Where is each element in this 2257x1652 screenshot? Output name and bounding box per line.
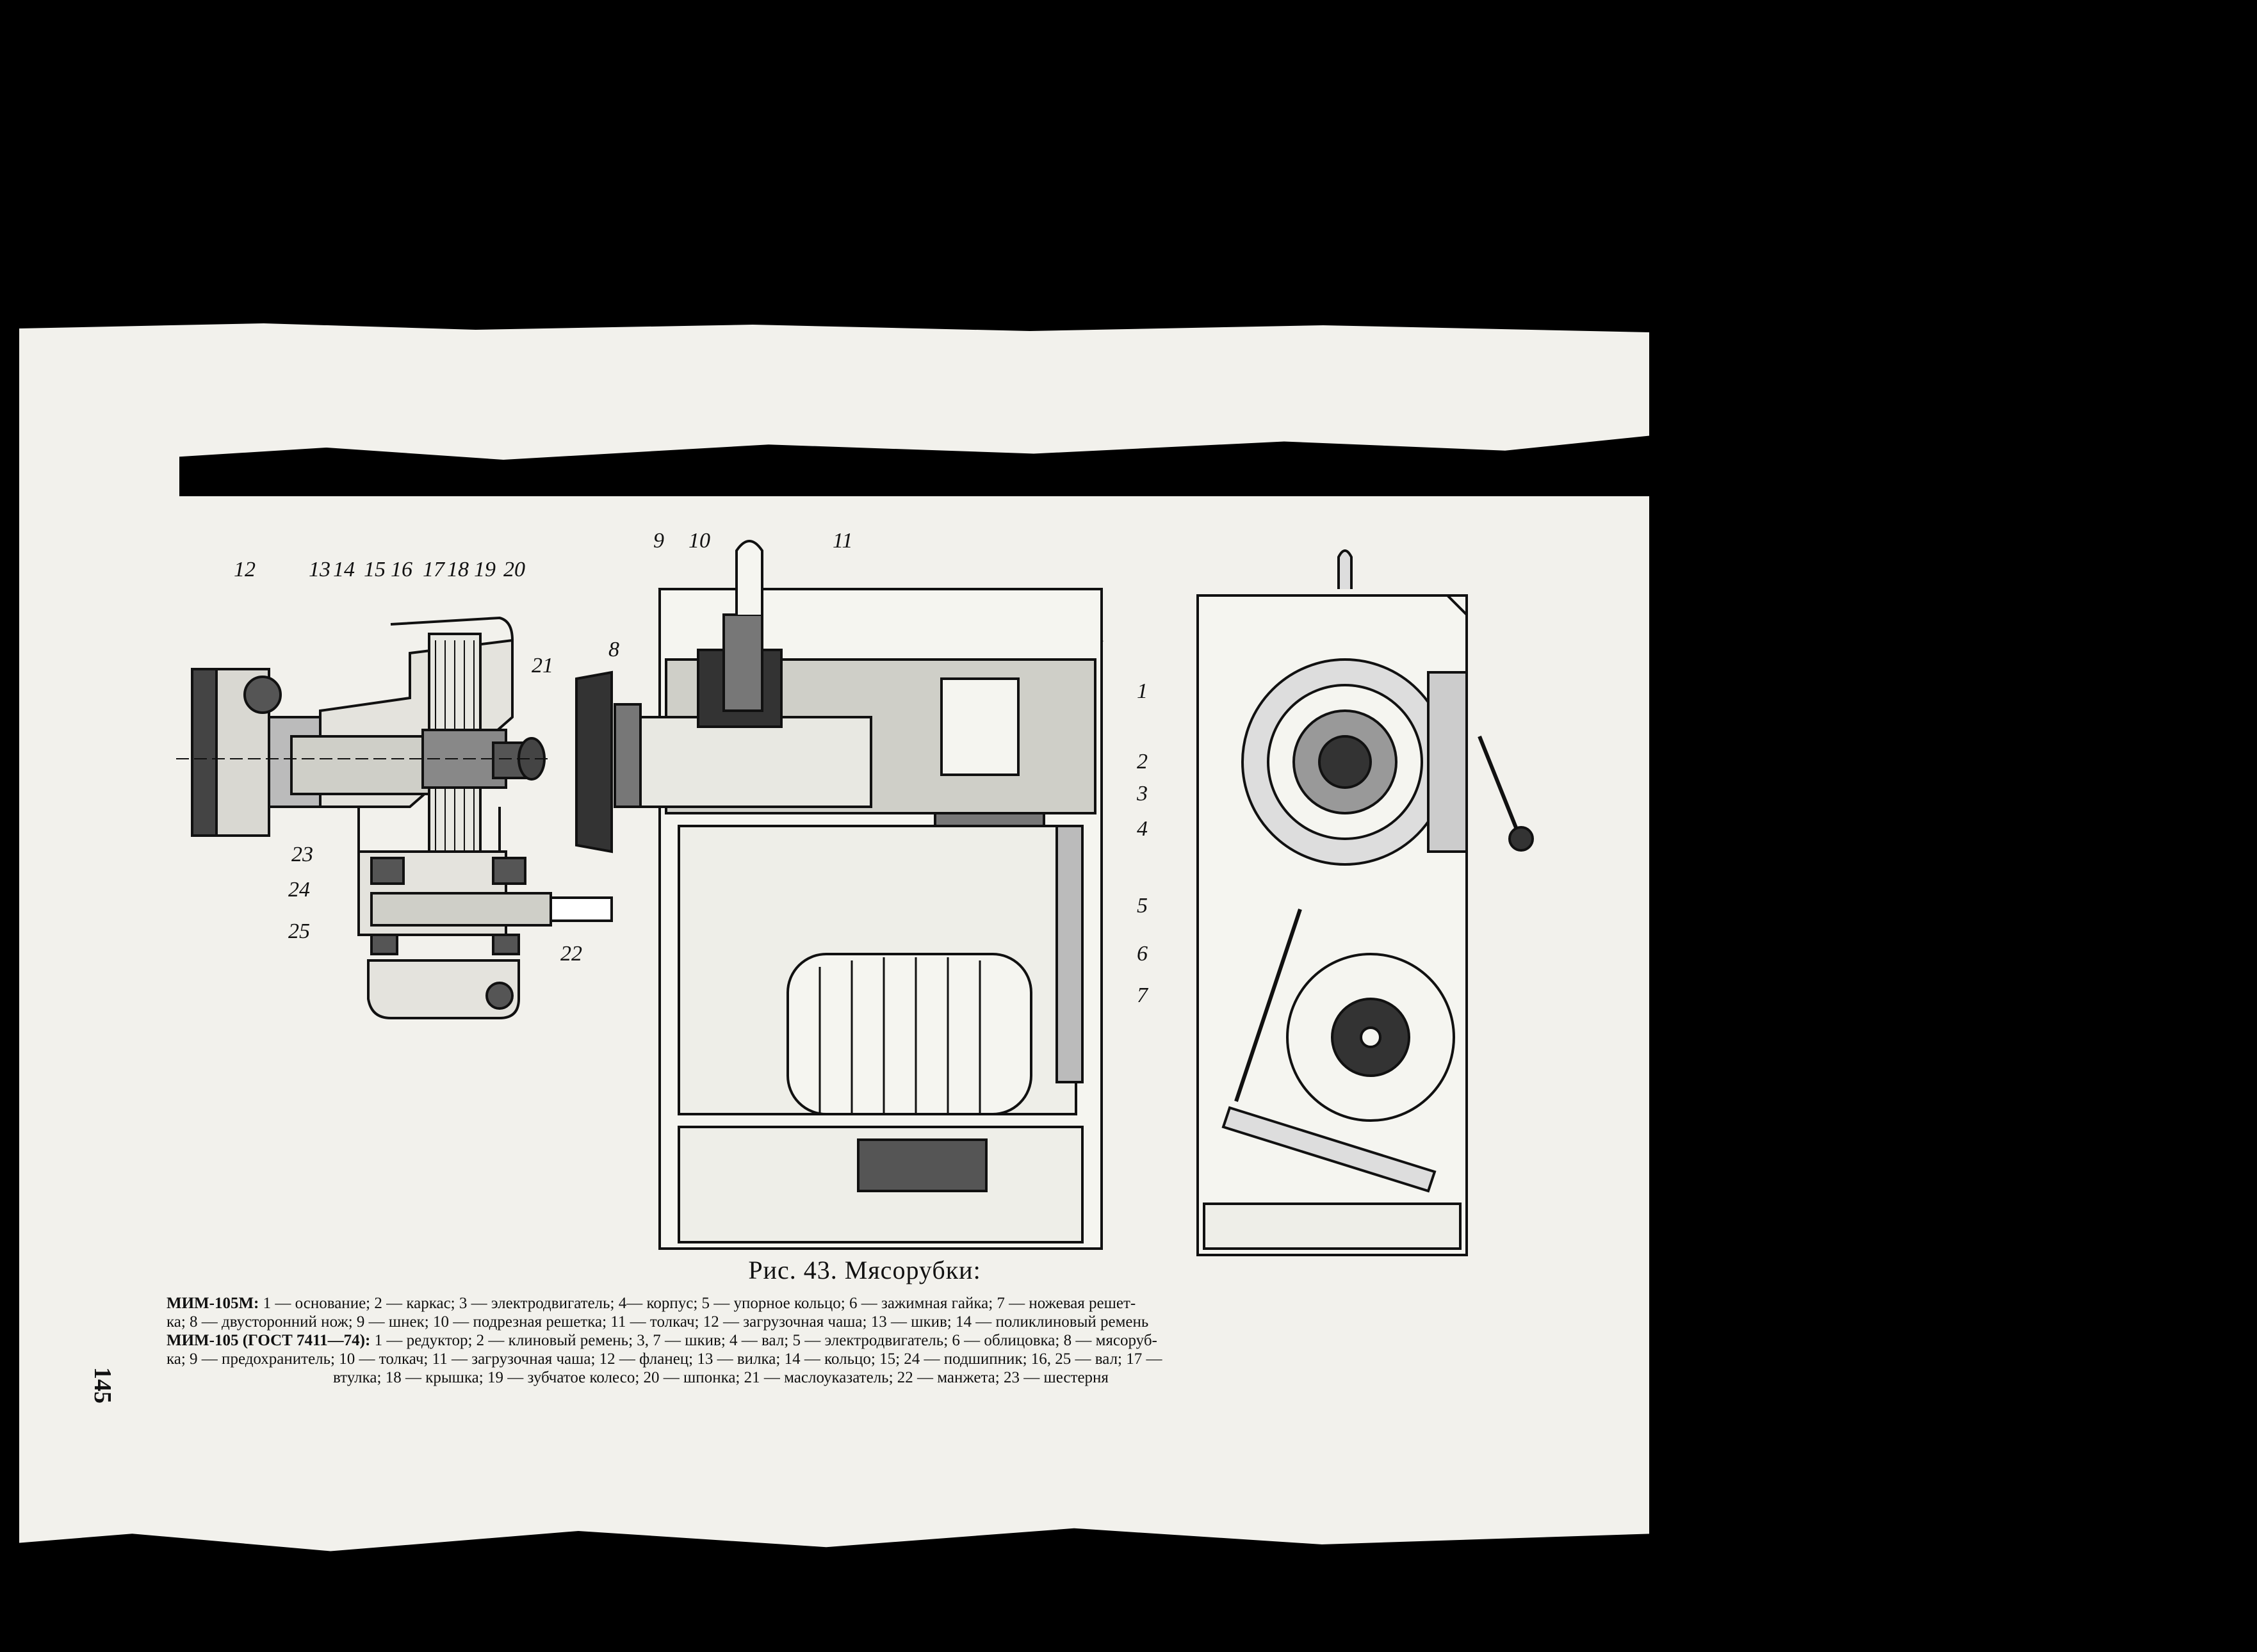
callout-18: 18: [447, 558, 469, 581]
callout-1: 1: [1137, 679, 1148, 703]
callout-25: 25: [288, 919, 310, 943]
callout-2: 2: [1137, 750, 1148, 773]
callout-17: 17: [423, 558, 446, 581]
callout-4: 4: [1137, 817, 1148, 841]
caption-text-3: 1 — редуктор; 2 — клиновый ремень; 3, 7 …: [374, 1332, 1157, 1349]
figure-caption: Рис. 43. Мясорубки: МИМ-105М: 1 — основа…: [167, 1255, 1563, 1387]
callout-24: 24: [288, 878, 310, 902]
page-number: 145: [89, 1367, 116, 1404]
caption-line-1: МИМ-105М: 1 — основание; 2 — каркас; 3 —…: [167, 1294, 1563, 1313]
callout-11: 11: [833, 529, 852, 553]
callout-6: 6: [1137, 942, 1148, 966]
gearbox-section-drawing: [176, 616, 613, 1019]
callout-15: 15: [364, 558, 386, 581]
front-view-drawing: [575, 540, 1104, 1250]
callout-5: 5: [1137, 894, 1148, 918]
front-view-callouts: 9 10 11 8 1 2 3 4 5 6 7: [608, 529, 1149, 1007]
figure-title: Рис. 43. Мясорубки:: [748, 1256, 981, 1284]
scan-background-right: [1649, 0, 2257, 1652]
caption-text-1: 1 — основание; 2 — каркас; 3 — электродв…: [263, 1295, 1136, 1312]
gearbox-callouts: 12 13 14 15 16 17 18 19 20 21 23 24 25 2…: [234, 558, 582, 966]
callout-22: 22: [560, 942, 582, 966]
callout-8: 8: [608, 638, 619, 661]
callout-9: 9: [653, 529, 664, 553]
callout-21: 21: [532, 654, 553, 677]
callout-23: 23: [291, 843, 313, 866]
caption-model-mim105: МИМ-105 (ГОСТ 7411—74):: [167, 1332, 371, 1349]
callout-3: 3: [1136, 782, 1148, 806]
callout-12: 12: [234, 558, 256, 581]
callout-7: 7: [1137, 984, 1149, 1007]
caption-line-4: ка; 9 — предохранитель; 10 — толкач; 11 …: [167, 1350, 1162, 1368]
caption-model-mim105m: МИМ-105М:: [167, 1295, 259, 1312]
caption-line-5: втулка; 18 — крышка; 19 — зубчатое колес…: [333, 1369, 1109, 1386]
callout-20: 20: [503, 558, 525, 581]
callout-13: 13: [309, 558, 330, 581]
caption-line-2: ка; 8 — двусторонний нож; 9 — шнек; 10 —…: [167, 1313, 1149, 1331]
callout-14: 14: [333, 558, 355, 581]
side-view-drawing: [1196, 549, 1534, 1256]
callout-16: 16: [391, 558, 412, 581]
callout-10: 10: [689, 529, 710, 553]
callout-19: 19: [474, 558, 496, 581]
caption-line-3: МИМ-105 (ГОСТ 7411—74): 1 — редуктор; 2 …: [167, 1331, 1563, 1350]
scan-shadow-bottom: [0, 1528, 1652, 1652]
